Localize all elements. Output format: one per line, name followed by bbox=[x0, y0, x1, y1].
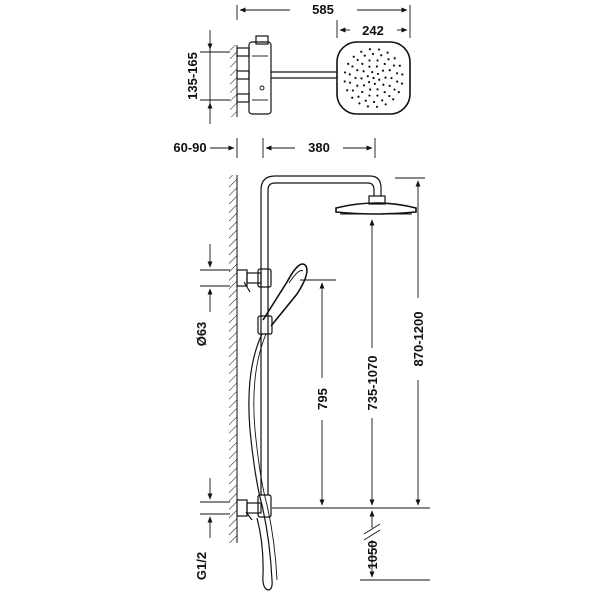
front-view: 60-90 380 bbox=[173, 138, 430, 591]
shower-hose bbox=[248, 333, 273, 591]
spray-nozzle bbox=[360, 50, 363, 53]
spray-nozzle bbox=[368, 65, 371, 68]
spray-nozzle bbox=[401, 73, 404, 76]
rain-shower-head-side bbox=[335, 195, 417, 215]
spray-nozzle bbox=[362, 70, 365, 73]
spray-nozzle bbox=[361, 62, 364, 65]
spray-nozzle bbox=[376, 59, 379, 62]
hand-shower bbox=[257, 263, 308, 335]
spray-nozzle bbox=[368, 94, 371, 97]
spray-nozzle bbox=[377, 48, 381, 51]
spray-nozzle bbox=[388, 84, 391, 87]
top-view: 585 242 135-165 bbox=[185, 2, 411, 124]
spray-nozzle bbox=[373, 82, 376, 85]
spray-nozzle bbox=[354, 76, 357, 80]
wall-bracket-lower bbox=[236, 494, 272, 521]
thermostat-valve-top bbox=[236, 35, 272, 115]
dim-connection-thread: G1/2 bbox=[194, 552, 209, 580]
spray-nozzle bbox=[381, 99, 384, 102]
spray-nozzle bbox=[371, 52, 375, 56]
spray-nozzle bbox=[366, 105, 370, 108]
wall-hatch-top bbox=[230, 45, 237, 117]
spray-nozzle bbox=[368, 59, 371, 62]
spray-nozzle bbox=[384, 76, 387, 79]
spray-nozzle bbox=[383, 62, 386, 66]
wall-bracket-upper bbox=[236, 268, 272, 293]
spray-nozzle bbox=[371, 71, 374, 74]
spray-nozzle bbox=[366, 75, 369, 78]
spray-nozzle bbox=[351, 65, 354, 68]
spray-nozzle bbox=[369, 88, 372, 91]
spray-nozzle bbox=[348, 73, 351, 76]
spray-nozzle bbox=[356, 69, 359, 72]
spray-nozzle bbox=[395, 72, 399, 75]
spray-nozzle bbox=[346, 89, 349, 92]
spray-nozzle bbox=[361, 90, 364, 94]
spray-nozzle bbox=[378, 78, 381, 81]
spray-nozzle bbox=[376, 88, 379, 91]
spray-nozzle bbox=[372, 100, 376, 104]
spray-nozzle bbox=[363, 54, 366, 57]
dim-valve-spacing: 135-165 bbox=[185, 52, 200, 100]
spray-nozzle bbox=[396, 80, 399, 83]
spray-nozzle bbox=[356, 58, 359, 62]
spray-nozzle bbox=[347, 62, 350, 66]
spray-nozzle bbox=[372, 76, 375, 80]
wall-hatch-front bbox=[229, 175, 237, 543]
spray-nozzle bbox=[357, 95, 360, 98]
spray-nozzle bbox=[390, 76, 393, 80]
spray-nozzle bbox=[375, 65, 378, 68]
spray-nozzle bbox=[343, 71, 347, 74]
riser-pipe bbox=[260, 175, 382, 495]
dim-total-width: 585 bbox=[312, 2, 334, 17]
spray-nozzle bbox=[364, 99, 367, 102]
shower-head-top-view bbox=[336, 41, 411, 115]
spray-nozzle bbox=[393, 57, 396, 60]
spray-nozzle bbox=[351, 96, 354, 99]
spray-nozzle bbox=[392, 64, 396, 67]
spray-nozzle bbox=[388, 69, 391, 72]
spray-nozzle bbox=[383, 91, 386, 94]
spray-nozzle bbox=[356, 84, 359, 87]
spray-nozzle bbox=[386, 51, 389, 54]
dim-outlet-diameter: Ø63 bbox=[194, 322, 209, 347]
spray-nozzle bbox=[368, 80, 371, 84]
spray-nozzle bbox=[352, 55, 355, 58]
spray-nozzle bbox=[351, 89, 355, 92]
spray-nozzle bbox=[387, 58, 390, 61]
dim-wall-projection: 60-90 bbox=[173, 140, 206, 155]
spray-nozzle bbox=[400, 82, 404, 85]
dim-arm-height-range: 735-1070 bbox=[365, 356, 380, 411]
dim-floor-height: 1050 bbox=[365, 541, 380, 570]
spray-nozzle bbox=[343, 80, 346, 83]
spray-nozzle bbox=[388, 94, 391, 98]
spray-nozzle bbox=[397, 90, 400, 94]
spray-nozzle bbox=[384, 103, 387, 106]
spray-nozzle bbox=[380, 54, 383, 57]
spray-nozzle bbox=[368, 48, 372, 51]
spray-nozzle bbox=[358, 102, 361, 105]
spray-nozzle bbox=[375, 105, 379, 108]
spray-nozzle bbox=[398, 64, 401, 67]
dim-head-width: 242 bbox=[362, 23, 384, 38]
spray-nozzle bbox=[360, 77, 363, 80]
spray-nozzle bbox=[376, 72, 379, 76]
spray-nozzle bbox=[382, 83, 385, 86]
spray-nozzle bbox=[348, 81, 352, 84]
dim-head-height-range: 870-1200 bbox=[411, 312, 426, 367]
spray-nozzle bbox=[376, 94, 379, 97]
spray-nozzle bbox=[392, 98, 395, 101]
dim-handshower-height: 795 bbox=[315, 388, 330, 410]
spray-nozzle bbox=[362, 84, 366, 87]
spray-nozzle bbox=[393, 88, 396, 91]
spray-nozzle bbox=[381, 69, 385, 72]
dim-arm-reach: 380 bbox=[308, 140, 330, 155]
